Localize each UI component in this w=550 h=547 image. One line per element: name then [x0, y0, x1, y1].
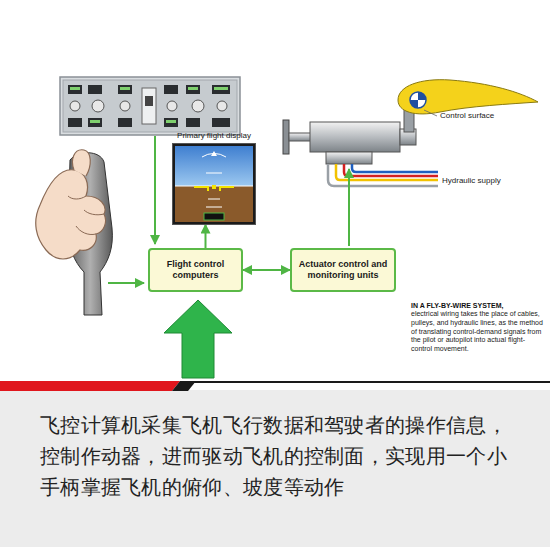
connector — [243, 269, 290, 271]
label: Hydraulic supply — [442, 176, 542, 185]
display-panel: Primary flight display — [168, 131, 260, 225]
process-box: Flight control computers — [148, 248, 243, 292]
box-label: Flight control computers — [156, 259, 235, 281]
process-box: Actuator control and monitoring units — [290, 248, 396, 292]
pfd-screen — [172, 143, 256, 225]
label: electrical wiring takes the place of cab… — [411, 310, 543, 354]
box-label: Actuator control and monitoring units — [298, 259, 388, 281]
overhead-panel — [60, 77, 240, 135]
connector — [205, 225, 207, 248]
caption: 飞控计算机采集飞机飞行数据和驾驶者的操作信息，控制作动器，进而驱动飞机的控制面，… — [40, 410, 520, 503]
input-arrow — [164, 300, 232, 378]
label: Control surface — [440, 111, 540, 120]
control-surface — [398, 80, 538, 116]
display-label: Primary flight display — [168, 131, 260, 141]
label: IN A FLY-BY-WIRE SYSTEM, — [411, 302, 543, 309]
sidestick-hand — [36, 150, 113, 315]
